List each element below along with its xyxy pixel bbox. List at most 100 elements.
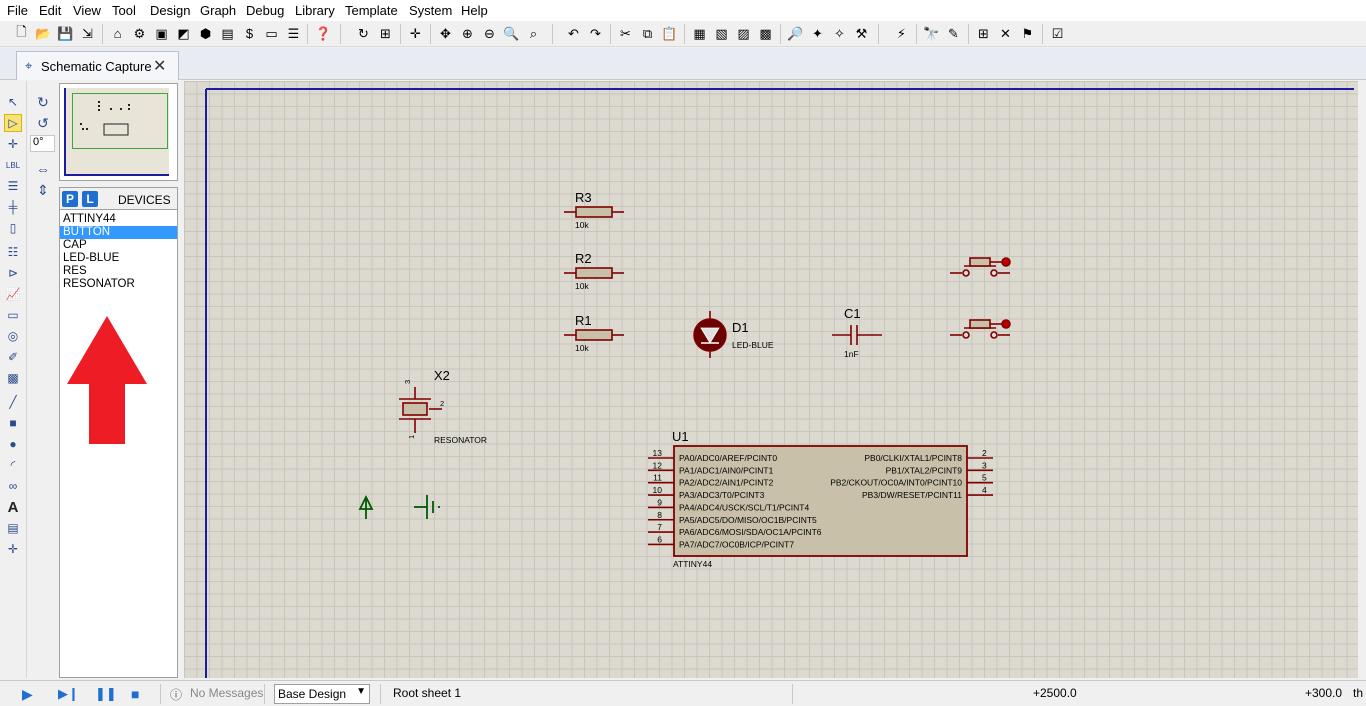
rotation-angle-field[interactable]: 0°	[30, 135, 55, 152]
zoom-area-icon[interactable]: ⌕	[529, 25, 538, 41]
units-indicator[interactable]: th	[1353, 686, 1364, 700]
source-code-icon[interactable]: ▭	[265, 25, 278, 41]
tape-recorder-icon[interactable]: ▭	[7, 308, 19, 322]
messages-status[interactable]: No Messages	[190, 686, 264, 700]
zoom-out-icon[interactable]: ⊖	[484, 25, 495, 41]
copy-icon[interactable]: ⧉	[642, 25, 653, 41]
tab-schematic-capture[interactable]: ⌖ Schematic Capture ✕	[16, 51, 179, 80]
capacitor-c1[interactable]	[832, 325, 882, 345]
led-d1[interactable]	[693, 311, 727, 358]
resistor-r1[interactable]	[564, 329, 624, 341]
device-item-resonator[interactable]: RESONATOR	[63, 278, 135, 290]
text-icon[interactable]: A	[7, 498, 19, 516]
origin-icon[interactable]: ✛	[410, 25, 421, 41]
junction-dot-icon[interactable]: ✛	[7, 137, 19, 151]
symbol-icon[interactable]: ▤	[7, 521, 19, 535]
rotate-anticlockwise-icon[interactable]: ↺	[37, 114, 49, 131]
remove-sheet-icon[interactable]: ✕	[1000, 25, 1011, 41]
menu-graph[interactable]: Graph	[200, 3, 237, 18]
notes-icon[interactable]: ☰	[287, 25, 300, 41]
3d-view-icon[interactable]: ◩	[177, 25, 190, 41]
zoom-in-icon[interactable]: ⊕	[462, 25, 473, 41]
box-icon[interactable]: ■	[9, 416, 17, 430]
line-icon[interactable]: ╱	[9, 395, 17, 409]
search-tag-icon[interactable]: 🔭	[923, 25, 940, 41]
power-terminal-symbol[interactable]	[358, 494, 374, 519]
device-pins-icon[interactable]: ⊳	[7, 266, 19, 280]
wire-label-icon[interactable]: LBL	[5, 160, 21, 170]
mirror-horizontal-icon[interactable]: ⇔	[36, 161, 50, 177]
refresh-icon[interactable]: ↻	[358, 25, 369, 41]
component-mode-icon[interactable]: ▷	[4, 114, 22, 132]
selection-mode-icon[interactable]: ↖	[7, 95, 19, 109]
undo-icon[interactable]: ↶	[568, 25, 579, 41]
packaging-icon[interactable]: ✧	[834, 25, 845, 41]
menu-edit[interactable]: Edit	[39, 3, 62, 18]
block-move-icon[interactable]: ▧	[715, 25, 728, 41]
resonator-x2[interactable]	[399, 387, 442, 433]
mirror-vertical-icon[interactable]: ⇕	[37, 181, 49, 198]
import-icon[interactable]: ⇲	[82, 25, 93, 41]
home-icon[interactable]: ⌂	[113, 26, 122, 41]
device-item-attiny44[interactable]: ATTINY44	[63, 213, 116, 225]
arc-icon[interactable]: ◜	[10, 458, 16, 472]
new-sheet-icon[interactable]: ⊞	[978, 25, 989, 41]
circle-icon[interactable]: ●	[9, 437, 17, 451]
vertical-scrollbar[interactable]	[1358, 81, 1366, 678]
menu-template[interactable]: Template	[345, 3, 398, 18]
menu-design[interactable]: Design	[150, 3, 191, 18]
close-tab-icon[interactable]: ✕	[153, 58, 167, 75]
device-item-led-blue[interactable]: LED-BLUE	[63, 252, 120, 264]
pause-icon[interactable]: ❚❚	[95, 686, 117, 701]
overview-window[interactable]	[59, 83, 178, 181]
design-explorer-icon[interactable]: ▤	[221, 25, 234, 41]
battery-symbol[interactable]	[414, 495, 440, 519]
new-file-icon[interactable]: 🗋	[16, 23, 27, 39]
wire-autorouter-icon[interactable]: ⚡	[896, 25, 907, 41]
pick-from-library-button[interactable]: P	[62, 191, 78, 207]
device-item-button[interactable]: BUTTON	[60, 226, 177, 239]
electrical-rule-check-icon[interactable]: ☑	[1051, 25, 1064, 41]
pan-icon[interactable]: ✥	[440, 25, 451, 41]
play-icon[interactable]: ▶	[22, 686, 33, 702]
cut-icon[interactable]: ✂	[620, 25, 631, 41]
decompose-icon[interactable]: ⚒	[855, 25, 868, 41]
block-rotate-icon[interactable]: ▨	[737, 25, 750, 41]
pcb-icon[interactable]: ▣	[155, 25, 168, 41]
stop-icon[interactable]: ■	[131, 686, 140, 702]
schematic-icon[interactable]: ⚙	[133, 25, 146, 41]
grid-toggle-icon[interactable]: ⊞	[380, 25, 391, 41]
library-manager-button[interactable]: L	[82, 191, 98, 207]
schematic-canvas[interactable]: R3 10k R2 10k R1 10k D1 LED-BLUE	[184, 81, 1366, 678]
pick-device-icon[interactable]: 🔎	[787, 25, 804, 41]
terminals-icon[interactable]: ☷	[7, 245, 19, 259]
ic-u1-attiny44[interactable]	[673, 445, 968, 557]
help-icon[interactable]: ❓	[315, 25, 332, 41]
menu-view[interactable]: View	[73, 3, 101, 18]
menu-tool[interactable]: Tool	[112, 3, 136, 18]
make-device-icon[interactable]: ✦	[812, 25, 823, 41]
path-icon[interactable]: ∞	[8, 479, 18, 493]
generator-icon[interactable]: ◎	[7, 329, 19, 343]
menu-library[interactable]: Library	[295, 3, 335, 18]
button-2[interactable]	[950, 319, 1011, 339]
instruments-icon[interactable]: ▩	[7, 371, 19, 385]
marker-icon[interactable]: ✛	[7, 542, 19, 556]
goto-sheet-icon[interactable]: ⚑	[1021, 25, 1034, 41]
menu-system[interactable]: System	[409, 3, 453, 18]
graph-mode-icon[interactable]: 📈	[5, 287, 21, 301]
save-icon[interactable]: 💾	[57, 25, 74, 41]
step-icon[interactable]: ▶❙	[58, 686, 79, 701]
device-item-cap[interactable]: CAP	[63, 239, 87, 251]
gerber-icon[interactable]: ⬢	[199, 25, 212, 41]
resistor-r2[interactable]	[564, 267, 624, 279]
menu-debug[interactable]: Debug	[246, 3, 285, 18]
menu-file[interactable]: File	[7, 3, 28, 18]
bom-icon[interactable]: $	[245, 26, 254, 41]
device-item-res[interactable]: RES	[63, 265, 87, 277]
probe-icon[interactable]: ✐	[7, 350, 19, 364]
paste-icon[interactable]: 📋	[661, 25, 678, 41]
resistor-r3[interactable]	[564, 206, 624, 218]
menu-help[interactable]: Help	[461, 3, 488, 18]
buses-icon[interactable]: ╪	[8, 200, 18, 214]
